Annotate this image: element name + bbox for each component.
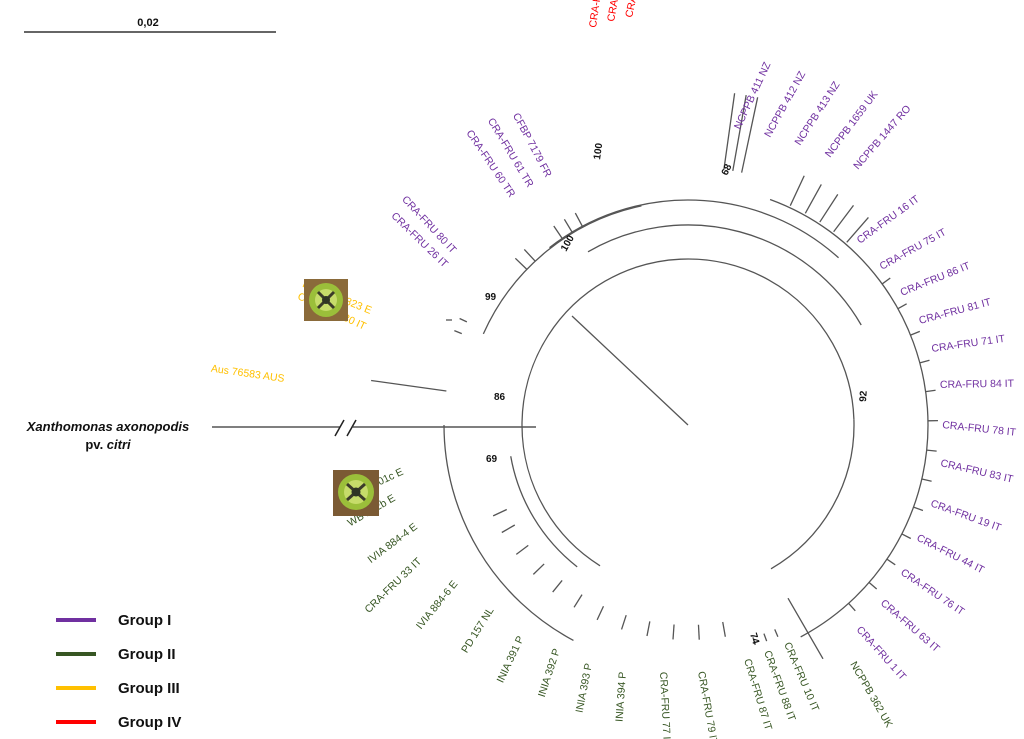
tree-branch	[846, 217, 869, 243]
leaf-label: CRA-FRU 44 IT	[915, 532, 987, 577]
leaf-label: CRA-FRU 71 IT	[931, 333, 1007, 355]
tree-branch	[752, 637, 756, 646]
tree-branch	[515, 544, 529, 555]
tree-branch	[919, 359, 930, 364]
tree-branch	[532, 563, 545, 575]
tree-branch	[848, 602, 856, 612]
tree-arc	[769, 198, 929, 638]
tree-branch	[492, 508, 508, 517]
outgroup-name: Xanthomonas axonopodis	[26, 419, 190, 434]
leaf-label: CRA-FRU 79 IT	[695, 670, 720, 739]
tree-arc	[510, 456, 578, 568]
tree-arc	[521, 258, 855, 567]
leaf-label: CRA-FRU 78 IT	[942, 419, 1018, 439]
tree-branch	[552, 580, 563, 593]
tree-arc	[482, 205, 642, 335]
tree-branch	[646, 621, 651, 637]
symptom-photo-lower	[333, 470, 379, 516]
tree-branch	[573, 594, 583, 608]
bootstrap-value: 68	[720, 162, 735, 177]
leaf-label: PD 157 NL	[459, 605, 496, 655]
leaf-label: INIA 392 P	[536, 647, 563, 698]
tree-branch	[620, 615, 627, 630]
branch-break-mark	[346, 419, 357, 437]
tree-branch	[501, 524, 516, 534]
tree-branch	[454, 329, 463, 335]
tree-branch	[553, 225, 564, 240]
tree-branch	[723, 93, 736, 170]
bootstrap-value: 74	[747, 632, 761, 646]
leaf-label: CRA-FRU 19 IT	[929, 498, 1003, 535]
leaf-label: CRA-FRU 66 IT	[623, 0, 650, 19]
tree-branch	[913, 506, 924, 512]
leaf-label: INIA 391 P	[495, 634, 527, 685]
bootstrap-value: 99	[485, 292, 497, 303]
leaf-label: CRA-FRU 75 IT	[878, 226, 949, 273]
leaf-label: NCPPB 362 UK	[847, 660, 894, 730]
bootstrap-value: 86	[494, 392, 506, 403]
tree-branch	[787, 597, 824, 660]
tree-branch	[789, 175, 805, 206]
tree-branch	[881, 277, 891, 285]
tree-branch	[563, 218, 574, 234]
tree-branch	[459, 317, 468, 323]
tree-branch	[574, 212, 584, 228]
leaf-label: CRA-FRU 81 IT	[918, 296, 993, 327]
tree-branch	[921, 478, 932, 482]
tree-arc	[549, 199, 839, 259]
outgroup-pathovar: pv. citri	[85, 437, 131, 452]
tree-branch	[722, 621, 726, 637]
leaf-label: CRA-FRU 86 IT	[899, 260, 973, 299]
symptom-photo-upper	[304, 279, 348, 321]
tree-branch	[833, 204, 855, 233]
leaf-label: INIA 394 P	[614, 671, 629, 722]
tree-branch	[697, 624, 700, 640]
leaf-label: CRA-FRU 84 IT	[940, 378, 1015, 391]
tree-branch	[819, 194, 839, 223]
tree-branch	[910, 330, 921, 336]
tree-branch	[886, 558, 896, 566]
legend: Group I Group II Group III Group IV	[56, 612, 181, 731]
tree-arc	[770, 419, 855, 570]
branch-break-mark	[334, 419, 345, 437]
leaf-label: CRA-FRU 76 IT	[898, 567, 967, 619]
legend-label: Group II	[118, 646, 176, 663]
bootstrap-value: 100	[559, 233, 577, 253]
tree-arc	[587, 224, 862, 326]
scale-bar-label: 0,02	[137, 17, 158, 29]
leaf-label: CRA-FRU 83 IT	[939, 457, 1014, 485]
bootstrap-value: 92	[858, 390, 870, 402]
tree-branch	[672, 624, 675, 640]
tree-arc	[443, 424, 574, 642]
root-branch	[571, 315, 689, 426]
tree-branch	[523, 249, 536, 262]
tree-branch	[774, 629, 779, 637]
leaf-label: CRA-FRU 16 IT	[855, 193, 922, 247]
tree-branch	[732, 94, 747, 172]
tree-branch	[763, 633, 768, 642]
legend-label: Group III	[118, 680, 180, 697]
tree-branch	[804, 184, 822, 214]
legend-label: Group I	[118, 612, 171, 629]
leaf-label: Aus 76583 AUS	[210, 363, 285, 385]
leaf-label: CRA-FRU 63 IT	[878, 597, 942, 655]
legend-label: Group IV	[118, 714, 181, 731]
tree-branch	[868, 581, 878, 590]
tree-branch	[514, 257, 528, 270]
tree-branch	[925, 389, 936, 393]
tree-branch	[926, 449, 937, 452]
tree-branch	[897, 303, 907, 310]
leaf-label: INIA 393 P	[574, 662, 595, 714]
leaf-label: CRA-FRU 77 IT	[657, 672, 673, 739]
bootstrap-value: 100	[592, 142, 605, 160]
tree-branch	[371, 379, 447, 392]
tree-branch	[596, 605, 605, 621]
tree-branch	[901, 533, 912, 540]
leaf-label: IVIA 884-6 E	[414, 578, 460, 631]
tree-branch	[741, 97, 759, 173]
bootstrap-value: 69	[486, 454, 498, 465]
